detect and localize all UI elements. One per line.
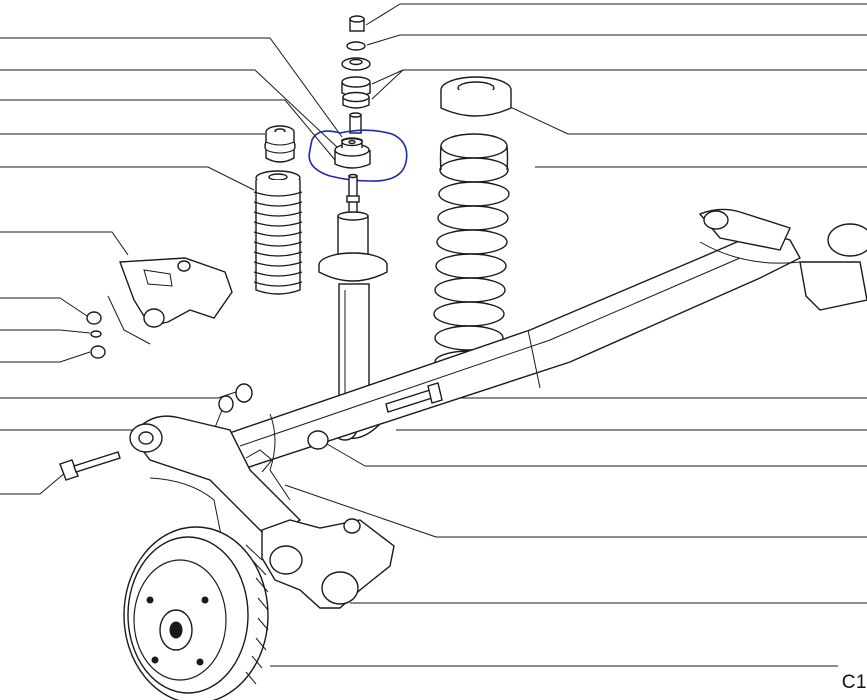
bump-stop bbox=[264, 125, 296, 163]
small-nut bbox=[90, 345, 106, 359]
leader-lines bbox=[0, 3, 867, 667]
figure-code: C1 bbox=[838, 672, 867, 694]
shock-rod-end bbox=[348, 173, 358, 179]
highlight-circle bbox=[308, 129, 408, 182]
hub-flange bbox=[321, 571, 359, 605]
wheel-stud bbox=[151, 656, 159, 664]
leader-line bbox=[0, 231, 129, 256]
lower-bracket bbox=[107, 257, 233, 345]
lower-bracket-hole bbox=[177, 260, 191, 272]
shock-bolt-head bbox=[427, 382, 443, 404]
trailing-arm bbox=[129, 415, 302, 541]
backing-plate bbox=[261, 519, 395, 609]
lower-bracket-window bbox=[143, 269, 173, 287]
spring-seat-body bbox=[440, 90, 512, 117]
mount-boss bbox=[343, 518, 361, 534]
bolt-head bbox=[59, 459, 79, 481]
leader-line bbox=[0, 329, 91, 334]
right-pivot-bushing bbox=[703, 210, 729, 230]
brake-hose bbox=[269, 413, 291, 501]
leader-line bbox=[371, 69, 404, 85]
nut-top bbox=[349, 15, 365, 23]
shock-bolt-nut bbox=[307, 430, 329, 450]
right-drum-edge bbox=[827, 223, 867, 257]
brake-bracket bbox=[245, 449, 273, 473]
small-washer bbox=[90, 330, 102, 338]
bump-stop-ring bbox=[265, 149, 295, 154]
axle-beam-edge bbox=[527, 329, 541, 389]
stub-axle-bracket bbox=[245, 413, 395, 609]
lower-bracket-body bbox=[119, 257, 233, 327]
leader-line bbox=[0, 351, 91, 363]
top-mount-hardware bbox=[341, 15, 371, 134]
dust-boot-body bbox=[255, 180, 301, 295]
wheel-stud bbox=[146, 596, 154, 604]
eye-bolt bbox=[59, 382, 443, 481]
dust-boot bbox=[253, 170, 303, 295]
shock-plate-rim bbox=[318, 265, 388, 282]
leader-line bbox=[0, 69, 339, 149]
lower-bracket-eye bbox=[143, 308, 165, 328]
lower-bracket-leader bbox=[107, 295, 151, 345]
small-hardware bbox=[86, 311, 253, 413]
upper-mount-hole bbox=[348, 139, 356, 145]
axle-beam bbox=[213, 208, 867, 471]
brake-drum-rim bbox=[133, 559, 227, 681]
right-bracket bbox=[799, 261, 867, 311]
sleeve-top bbox=[349, 112, 362, 118]
shock-upper-top bbox=[337, 211, 369, 221]
dust-boot-folds bbox=[253, 191, 303, 287]
brake-line-right bbox=[699, 241, 801, 264]
leader-line bbox=[0, 99, 341, 167]
leader-line bbox=[0, 471, 67, 495]
hub-nut bbox=[169, 621, 183, 639]
brake-drum-fins bbox=[245, 544, 269, 685]
leader-line bbox=[0, 297, 91, 319]
wheel-stud bbox=[196, 658, 204, 666]
leader-line bbox=[284, 484, 437, 538]
wheel-stud bbox=[201, 596, 209, 604]
brake-line-left bbox=[149, 477, 223, 541]
small-nut bbox=[86, 311, 102, 325]
pivot-bushing-inner bbox=[138, 431, 154, 445]
shock-main-tube bbox=[338, 283, 370, 403]
leader-line bbox=[0, 37, 343, 138]
leader-line bbox=[366, 34, 401, 46]
cup-washer-hole bbox=[349, 58, 363, 66]
shock-upper-body bbox=[337, 215, 369, 257]
upper-mount bbox=[308, 129, 408, 182]
washer bbox=[218, 395, 234, 413]
nut bbox=[235, 383, 253, 403]
leader-line bbox=[326, 443, 366, 467]
leader-line bbox=[507, 105, 569, 135]
dust-boot-hole bbox=[268, 173, 288, 181]
washer bbox=[346, 41, 366, 51]
brake-drum bbox=[123, 526, 269, 700]
leader-line bbox=[0, 166, 255, 191]
rubber-bushing-top bbox=[341, 76, 371, 88]
rubber-bushing-lower-top bbox=[342, 91, 370, 103]
leader-line bbox=[365, 3, 401, 26]
bump-stop-ring bbox=[265, 141, 295, 146]
bolt-shank bbox=[73, 451, 121, 473]
leader-line bbox=[0, 391, 237, 399]
backing-plate-hole bbox=[269, 545, 303, 575]
shock-rod-collar bbox=[346, 195, 360, 203]
axle-beam-edge bbox=[239, 257, 741, 447]
spring-assembly bbox=[433, 76, 512, 374]
coil-spring bbox=[433, 133, 510, 374]
leader-line bbox=[371, 69, 404, 100]
bump-stop-body bbox=[264, 132, 296, 163]
axle-beam-body bbox=[213, 231, 801, 471]
